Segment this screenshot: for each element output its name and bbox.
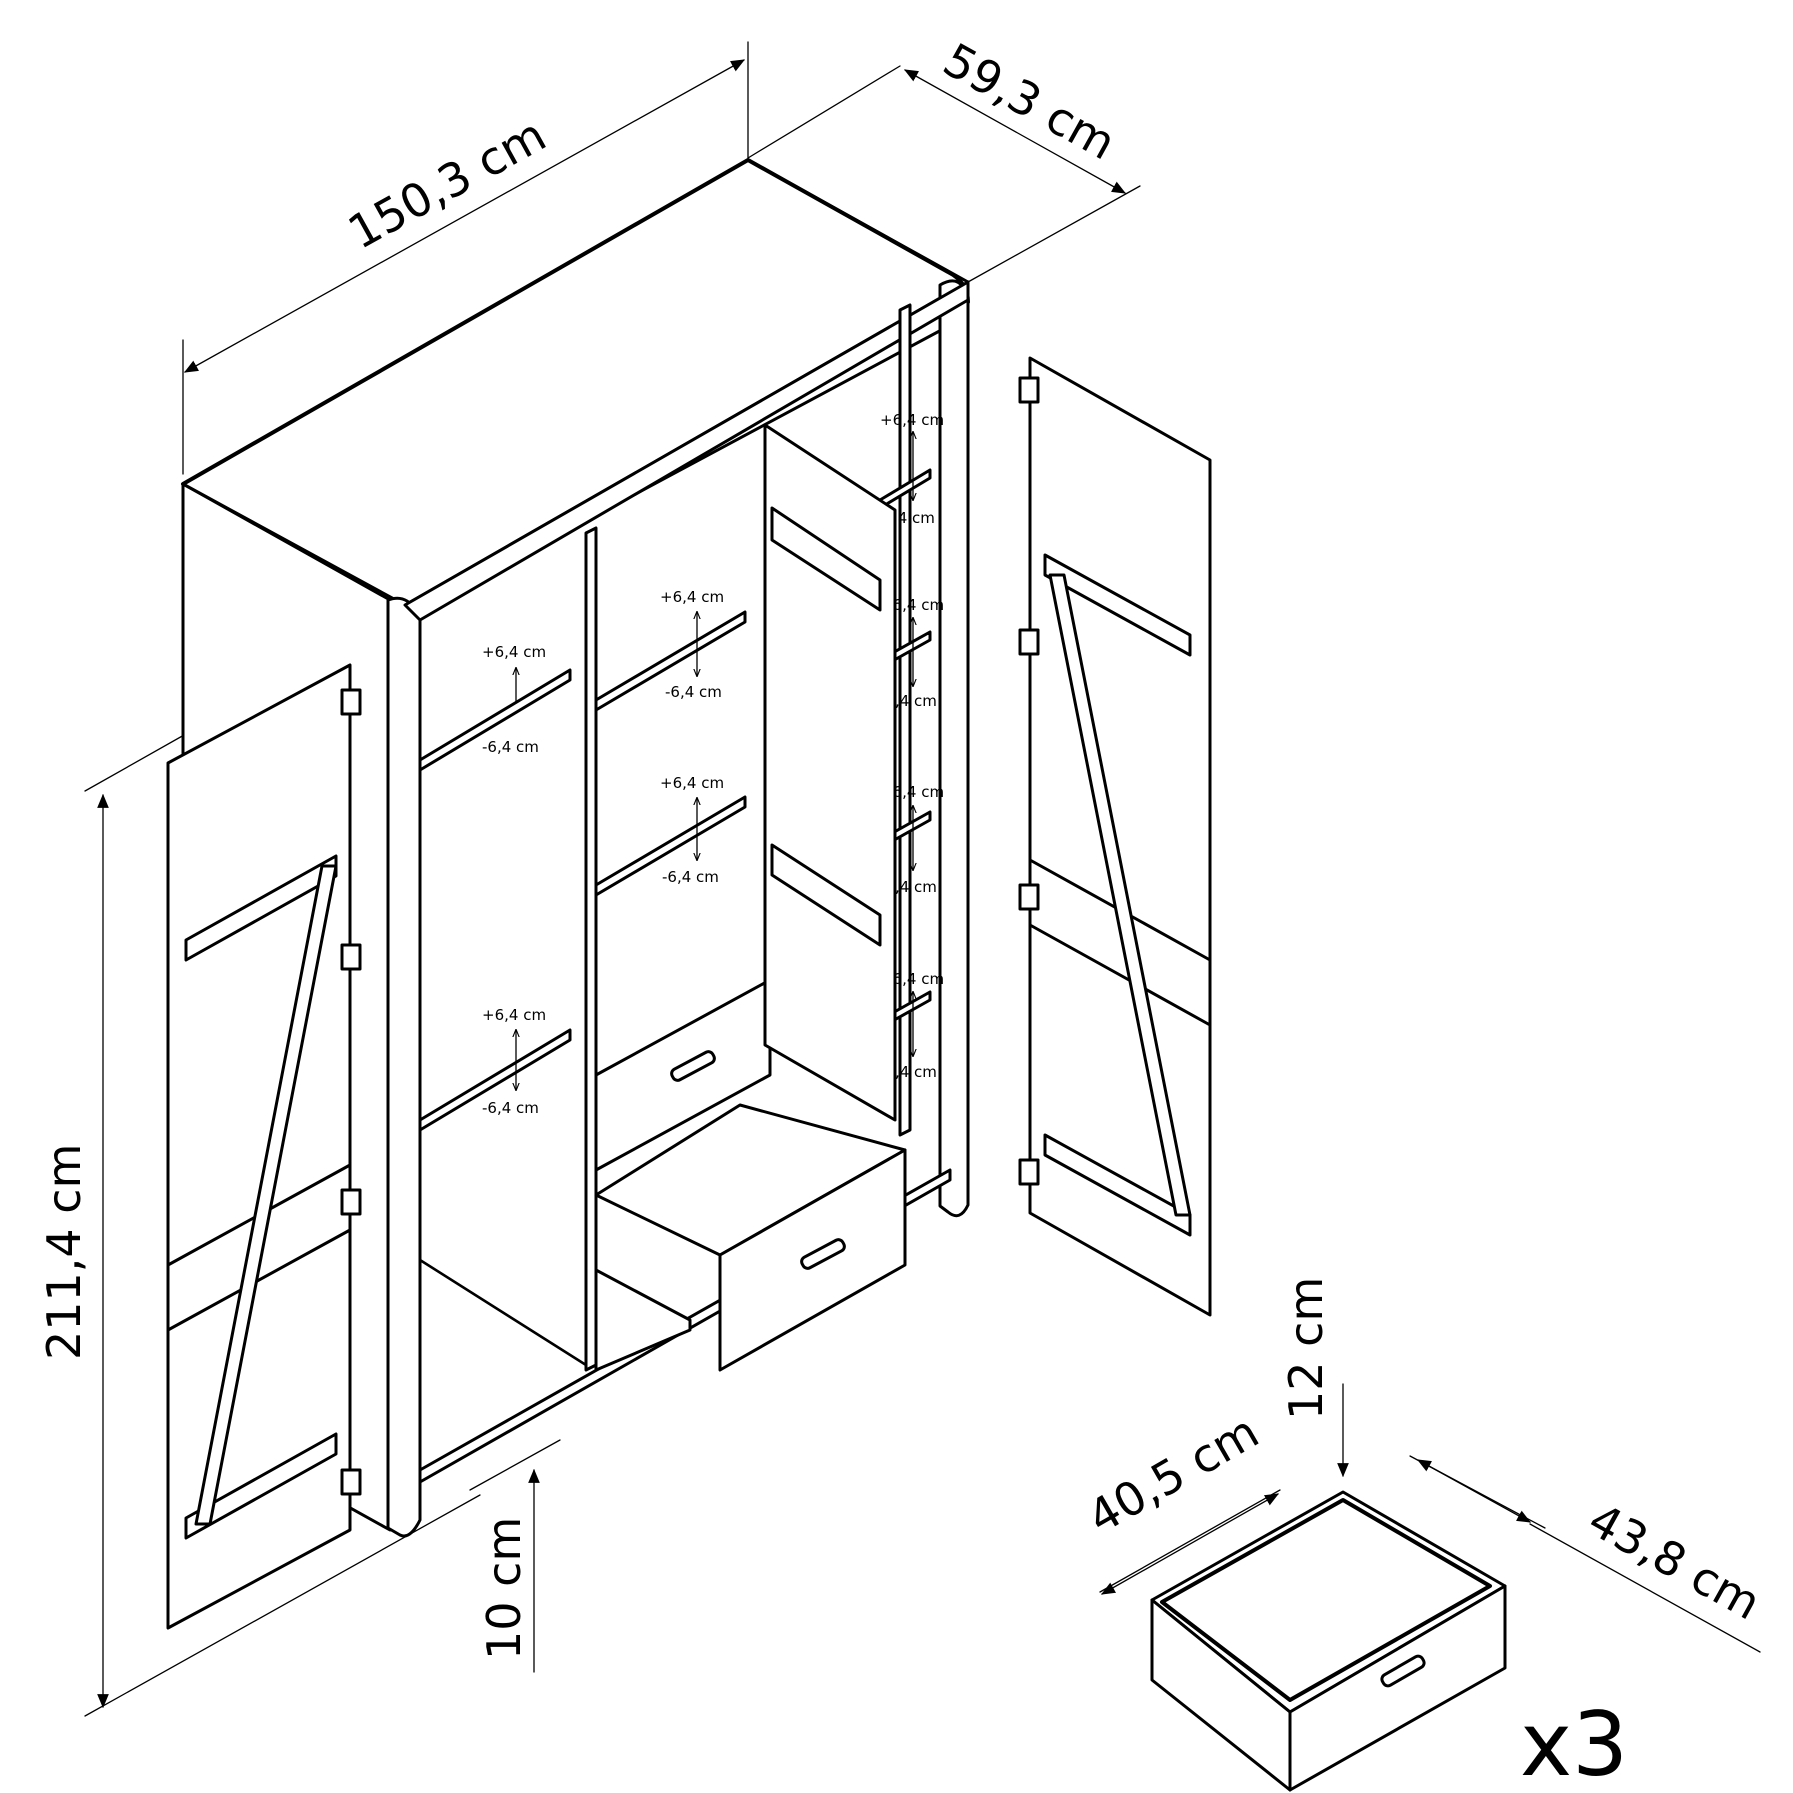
left-door bbox=[166, 663, 362, 1630]
inner-door-rail-bottom bbox=[770, 843, 882, 947]
shelf-adjust-labels: +6,4 cm -6,4 cm +6,4 cm -6,4 cm +6,4 cm … bbox=[482, 411, 944, 1117]
adjust-up-label-3: +6,4 cm bbox=[660, 588, 724, 606]
adjust-down-label-1: -6,4 cm bbox=[482, 738, 539, 756]
adjust-up-label-2: +6,4 cm bbox=[482, 1006, 546, 1024]
drawer-bottom-front bbox=[594, 1268, 692, 1372]
shelf-left-lower bbox=[418, 1028, 572, 1132]
drawer-count-label: x3 bbox=[1520, 1693, 1628, 1793]
inner-door bbox=[763, 423, 897, 1122]
depth-extension-back bbox=[747, 65, 901, 159]
adjust-down-label-2: -6,4 cm bbox=[482, 1099, 539, 1117]
adjust-down-label-3: -6,4 cm bbox=[665, 683, 722, 701]
right-door-rail-top bbox=[1043, 553, 1192, 657]
hinge-icon bbox=[1018, 1158, 1040, 1186]
drawer-height-label: 12 cm bbox=[1279, 1277, 1333, 1420]
cabinet-drawers bbox=[594, 978, 907, 1372]
drawer-depth-line bbox=[1416, 1459, 1532, 1523]
drawer-width-label: 40,5 cm bbox=[1079, 1404, 1268, 1544]
drawer-top-handle-icon bbox=[670, 1050, 716, 1082]
width-dimension-line bbox=[183, 59, 746, 373]
right-door bbox=[1018, 356, 1212, 1317]
shelves bbox=[418, 468, 932, 1132]
left-door-back bbox=[166, 663, 352, 1630]
right-door-panel bbox=[1028, 356, 1212, 1317]
right-door-diagonal bbox=[1048, 573, 1192, 1217]
hinge-icon bbox=[340, 688, 362, 716]
height-label: 211,4 cm bbox=[37, 1144, 91, 1360]
cabinet-inner-divider bbox=[898, 303, 912, 1137]
dimension-lines bbox=[84, 41, 1761, 1717]
hinge-icon bbox=[340, 1188, 362, 1216]
front-frame-right-post bbox=[938, 279, 970, 1218]
hinge-icon bbox=[1018, 883, 1040, 911]
left-door-rail-top bbox=[184, 854, 338, 962]
drawer-inner-rim bbox=[1160, 1498, 1492, 1702]
right-door-hinges bbox=[1018, 376, 1040, 1186]
cabinet-left-floor-edge bbox=[418, 1258, 588, 1367]
cabinet-middle-divider bbox=[584, 526, 598, 1372]
drawer-front bbox=[1288, 1584, 1507, 1792]
leg-extension-bottom bbox=[469, 1439, 561, 1491]
depth-extension-front bbox=[967, 185, 1141, 283]
left-door-diagonal bbox=[194, 864, 338, 1526]
adjust-up-label-5: +6,4 cm bbox=[880, 411, 944, 429]
hinge-icon bbox=[1018, 376, 1040, 404]
depth-label: 59,3 cm bbox=[935, 32, 1125, 170]
left-door-hinges bbox=[340, 688, 362, 1496]
adjust-up-label-1: +6,4 cm bbox=[482, 643, 546, 661]
hinge-icon bbox=[340, 943, 362, 971]
leg-height-label: 10 cm bbox=[477, 1517, 531, 1660]
inner-door-rail-top bbox=[770, 506, 882, 612]
cabinet-top-front-band bbox=[403, 280, 970, 622]
adjust-up-label-4: +6,4 cm bbox=[660, 774, 724, 792]
shelf-left-upper bbox=[418, 668, 572, 772]
hinge-icon bbox=[1018, 628, 1040, 656]
drawer-open-handle-icon bbox=[800, 1238, 846, 1270]
right-door-rail-bottom bbox=[1043, 1133, 1192, 1237]
depth-dimension-line bbox=[903, 69, 1127, 194]
front-frame-left-post bbox=[386, 596, 422, 1538]
height-extension-top bbox=[84, 725, 201, 792]
drawer-handle-icon bbox=[1380, 1654, 1426, 1688]
left-door-rail-bottom bbox=[184, 1432, 338, 1540]
drawer-depth-label: 43,8 cm bbox=[1580, 1492, 1770, 1630]
standalone-drawer bbox=[1150, 1490, 1507, 1792]
adjust-down-label-4: -6,4 cm bbox=[662, 868, 719, 886]
drawer-depth-extension-b bbox=[1529, 1523, 1761, 1653]
hinge-icon bbox=[340, 1468, 362, 1496]
drawer-width-line bbox=[1100, 1493, 1280, 1595]
